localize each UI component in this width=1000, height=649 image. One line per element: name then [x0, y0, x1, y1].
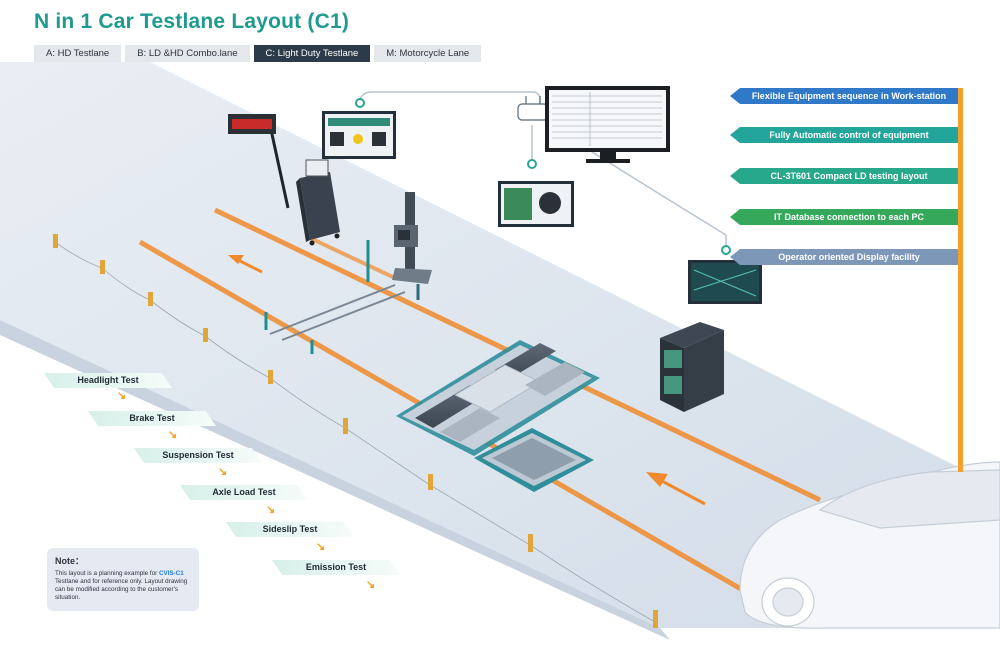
road-edge — [0, 320, 670, 640]
step-headlight-test: Headlight Test — [44, 373, 172, 388]
feature-operator-display: Operator oriented Display facility — [730, 249, 958, 265]
note-text-after: Testlane and for reference only. Layout … — [55, 578, 188, 601]
operator-kiosk — [296, 159, 340, 246]
sideslip-plate — [474, 428, 594, 492]
brake-suspension-platform — [396, 340, 600, 456]
feature-it-database: IT Database connection to each PC — [730, 209, 958, 225]
workstation-pc-monitor — [545, 86, 670, 163]
chevron-down-icon: ↘ — [316, 541, 326, 553]
router-icon — [517, 96, 549, 121]
chevron-down-icon: ↘ — [117, 390, 127, 402]
tab-ld-hd-combo-lane[interactable]: B: LD &HD Combo.lane — [125, 45, 250, 62]
note-title: Note： — [55, 556, 84, 566]
chevron-down-icon: ↘ — [218, 466, 228, 478]
feature-flexible-sequence: Flexible Equipment sequence in Work-stat… — [730, 88, 958, 104]
photocell-posts — [264, 240, 370, 354]
step-sideslip-test: Sideslip Test — [226, 522, 354, 537]
feature-automatic-control: Fully Automatic control of equipment — [730, 127, 958, 143]
chevron-down-icon: ↘ — [168, 429, 178, 441]
step-axle-load-test: Axle Load Test — [180, 485, 308, 500]
direction-arrow-right — [646, 472, 706, 506]
chevron-down-icon: ↘ — [266, 504, 276, 516]
layout-tabs: A: HD Testlane B: LD &HD Combo.lane C: L… — [34, 45, 482, 62]
network-nodes — [355, 98, 731, 255]
vehicle — [739, 461, 1000, 629]
page-title: N in 1 Car Testlane Layout (C1) — [34, 10, 350, 33]
chevron-down-icon: ↘ — [366, 579, 376, 591]
emission-analyzer-cabinet — [660, 322, 724, 412]
tab-hd-testlane[interactable]: A: HD Testlane — [34, 45, 122, 62]
bollards — [53, 234, 658, 628]
tab-light-duty-testlane[interactable]: C: Light Duty Testlane — [253, 45, 371, 62]
feature-compact-layout: CL-3T601 Compact LD testing layout — [730, 168, 958, 184]
tab-motorcycle-lane[interactable]: M: Motorcycle Lane — [374, 45, 482, 62]
led-sign — [228, 114, 290, 209]
note-product-link: CVIS-C1 — [158, 570, 184, 577]
step-brake-test: Brake Test — [88, 411, 216, 426]
step-emission-test: Emission Test — [272, 560, 400, 575]
note-text-before: This layout is a planning example for — [55, 570, 159, 577]
guide-rails — [269, 284, 406, 341]
headlight-tester — [392, 192, 432, 300]
note-body: This layout is a planning example for CV… — [55, 570, 191, 602]
lane-display-emission — [688, 260, 762, 304]
direction-arrow-left — [228, 255, 263, 274]
lane-line-center — [309, 236, 396, 280]
lane-display-brake — [498, 181, 574, 227]
step-suspension-test: Suspension Test — [134, 448, 262, 463]
lane-display-headlight — [322, 111, 396, 159]
note-box: Note： This layout is a planning example … — [47, 548, 199, 611]
feature-timeline-bar — [958, 88, 963, 472]
